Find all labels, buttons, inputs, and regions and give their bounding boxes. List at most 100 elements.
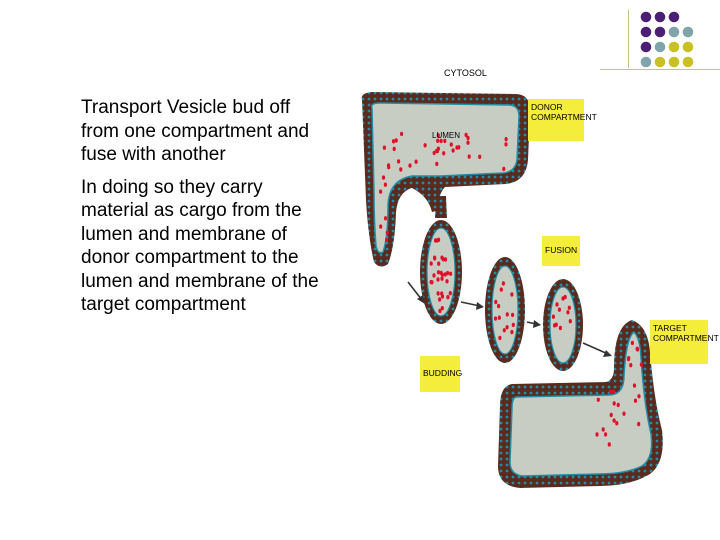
decor-dot — [654, 26, 666, 38]
target-compartment-label: TARGET COMPARTMENT — [650, 320, 719, 364]
cargo-dot — [494, 299, 498, 305]
lumen-label: LUMEN — [432, 131, 461, 140]
transport-arrows — [407, 281, 612, 357]
decor-dot — [640, 26, 652, 38]
cargo-dot — [435, 161, 439, 167]
cargo-dot — [392, 146, 396, 152]
cargo-dot — [464, 132, 468, 138]
cargo-dot — [611, 389, 616, 395]
cargo-dot — [432, 273, 436, 278]
cargo-dot — [436, 138, 440, 143]
cargo-dot — [436, 133, 440, 138]
target-compartment-lumen — [509, 331, 653, 477]
cargo-dot — [566, 310, 570, 315]
decor-dot — [654, 41, 666, 53]
cargo-dot — [414, 159, 418, 164]
cargo-dot — [383, 182, 387, 187]
cargo-dot — [436, 277, 440, 282]
cargo-dot — [596, 397, 600, 402]
cargo-dot — [432, 150, 436, 156]
budding-vesicle — [420, 196, 462, 324]
cargo-dot — [510, 292, 514, 297]
cargo-dot — [440, 276, 444, 281]
decor-dot — [668, 41, 680, 53]
cargo-dot — [381, 175, 386, 180]
cargo-dot — [511, 322, 515, 328]
cargo-dot — [561, 296, 565, 301]
cargo-dot — [391, 139, 396, 144]
transport-vesicle — [485, 257, 525, 363]
cargo-dot — [630, 340, 635, 346]
cargo-dot — [448, 291, 452, 296]
cargo-dot — [499, 287, 503, 292]
slide-text: Transport Vesicle bud off from one compa… — [81, 96, 329, 326]
cargo-dot — [451, 148, 455, 153]
cargo-dot — [616, 402, 620, 408]
paragraph-cargo-transport: In doing so they carry material as cargo… — [81, 176, 319, 316]
cargo-dot — [505, 312, 509, 317]
cargo-dot — [440, 255, 444, 260]
cargo-dot — [423, 143, 427, 148]
decor-dot — [654, 11, 666, 23]
cargo-dot — [430, 280, 434, 285]
cargo-dot — [429, 261, 433, 266]
cargo-dot — [504, 142, 508, 147]
arrow-budding — [407, 281, 423, 301]
fusing-vesicle — [543, 279, 583, 371]
decorative-dot-grid — [640, 11, 694, 68]
donor-compartment — [361, 92, 530, 267]
cargo-dot — [637, 421, 641, 427]
cargo-dot — [442, 151, 446, 156]
cargo-dot — [438, 308, 442, 314]
cargo-dot — [497, 303, 501, 309]
cargo-dot — [397, 159, 401, 164]
cytosol-label: CYTOSOL — [444, 68, 487, 78]
target-compartment — [498, 320, 663, 488]
cargo-dot — [632, 383, 637, 388]
vesicle-transport-diagram — [361, 92, 663, 488]
cargo-dot — [400, 131, 404, 137]
cargo-dot — [399, 167, 403, 172]
donor-compartment-label: DONOR COMPARTMENT — [528, 99, 597, 141]
cargo-dot — [436, 291, 440, 296]
decor-dot — [654, 56, 666, 68]
cargo-dot — [433, 255, 437, 260]
cargo-dot — [478, 154, 482, 159]
cargo-dot — [379, 224, 383, 229]
cargo-dot — [608, 389, 613, 394]
cargo-dot — [555, 302, 559, 307]
cargo-dot — [622, 411, 626, 416]
cargo-dot — [439, 270, 443, 276]
cargo-dot — [498, 335, 502, 341]
arrow-to-fusion-head — [476, 302, 484, 310]
decor-dot — [668, 11, 680, 23]
cargo-dot — [385, 230, 389, 235]
cargo-dot — [443, 138, 447, 144]
cargo-dot — [379, 189, 383, 194]
arrow-to-target-head — [603, 350, 612, 357]
cargo-dot — [510, 329, 514, 335]
cargo-dot — [457, 145, 461, 150]
cargo-dot — [502, 328, 506, 333]
decorative-vertical-line — [628, 10, 629, 68]
cargo-dot — [449, 271, 453, 276]
cargo-dot — [505, 325, 509, 330]
cargo-dots — [379, 131, 644, 447]
cargo-dot — [445, 279, 449, 284]
decor-dot — [668, 56, 680, 68]
cargo-dot — [383, 216, 388, 221]
cargo-dot — [629, 363, 633, 368]
decor-dot — [682, 41, 694, 53]
cargo-dot — [504, 137, 508, 142]
cargo-dot — [466, 135, 470, 141]
decor-dot — [682, 56, 694, 68]
cargo-dot — [567, 305, 571, 310]
cargo-dot — [437, 237, 441, 242]
donor-compartment-lumen — [370, 102, 520, 254]
cargo-dot — [437, 261, 441, 266]
arrow-fusion-head — [533, 320, 541, 328]
cargo-dot — [551, 314, 556, 319]
cargo-dot — [466, 140, 470, 145]
budding-vesicle-neck — [435, 196, 447, 218]
cargo-dot — [612, 401, 616, 406]
